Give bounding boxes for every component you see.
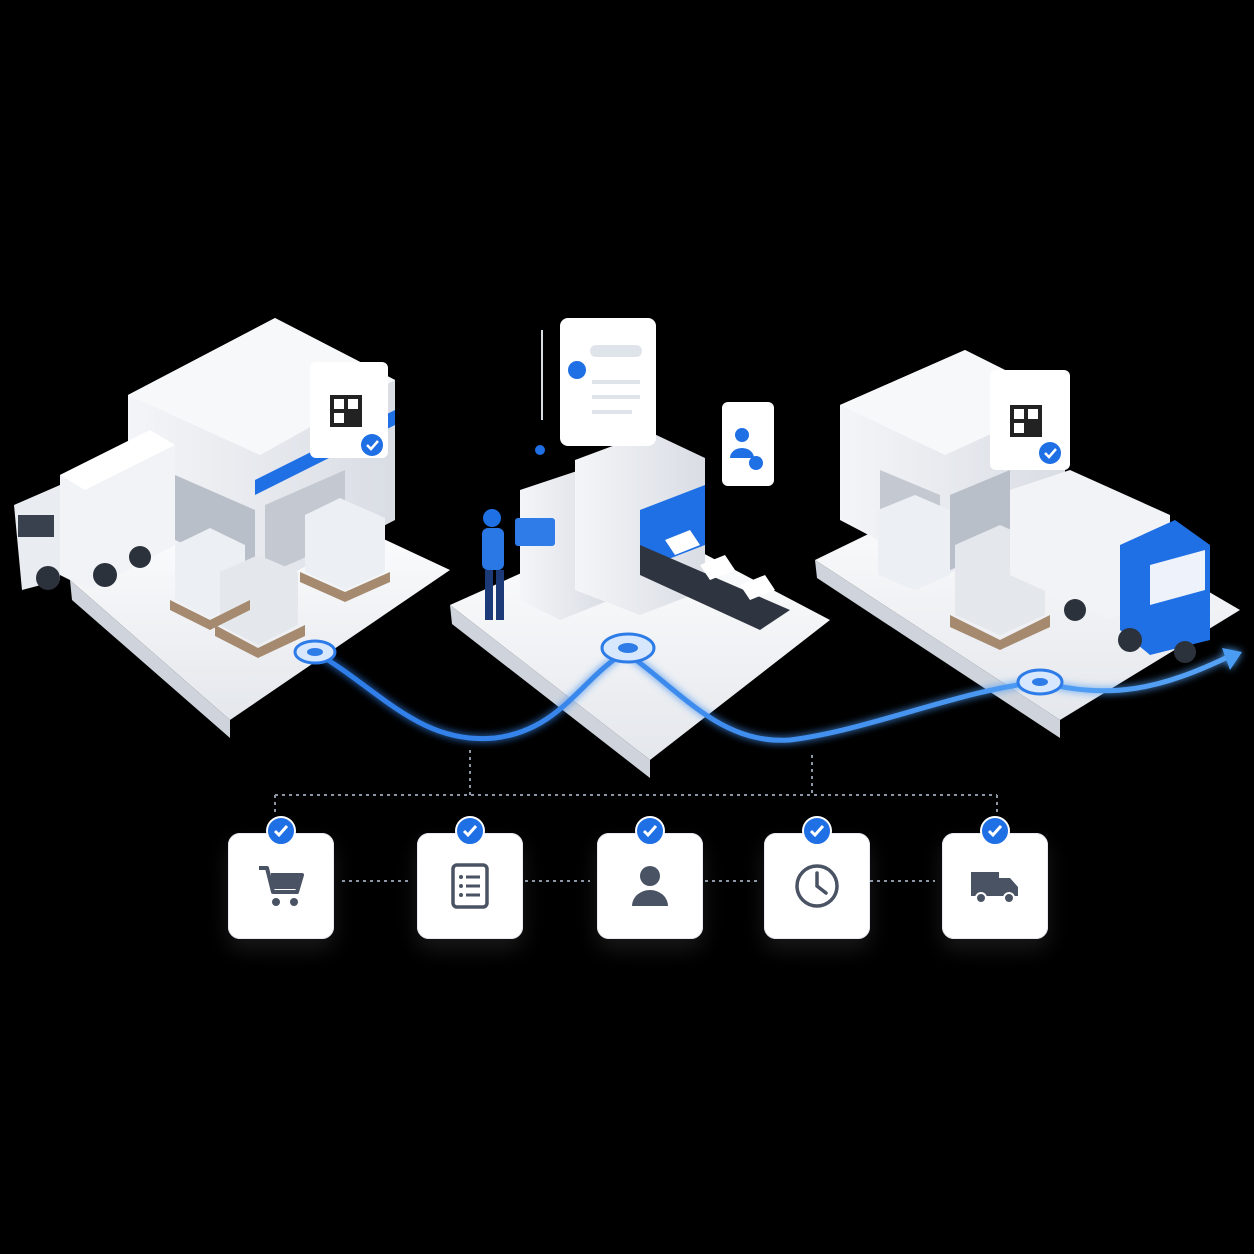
check-badge-icon <box>455 816 485 846</box>
processing-station <box>515 432 790 630</box>
route-node <box>1016 668 1064 696</box>
route-path <box>313 648 1242 743</box>
connector-lines <box>274 750 998 882</box>
checklist-card-icon <box>535 318 656 455</box>
step-card-delivery <box>942 816 1048 939</box>
user-icon <box>632 866 668 906</box>
check-badge-icon <box>980 816 1010 846</box>
step-card-clock <box>764 816 870 939</box>
user-check-icon <box>722 402 774 486</box>
pallet-icon <box>170 498 390 658</box>
clock-icon <box>795 864 839 908</box>
step-card-document <box>417 816 523 939</box>
step-card-cart <box>228 816 334 939</box>
route-node <box>293 639 337 665</box>
qr-code-icon <box>990 370 1070 470</box>
step-card-user <box>597 816 703 939</box>
truck-icon <box>14 430 175 590</box>
route-node <box>600 632 656 664</box>
document-list-icon <box>451 863 489 909</box>
shopping-cart-icon <box>259 866 304 906</box>
check-badge-icon <box>802 816 832 846</box>
qr-code-icon <box>310 362 388 458</box>
check-badge-icon <box>266 816 296 846</box>
operator-icon <box>482 509 504 620</box>
check-badge-icon <box>635 816 665 846</box>
delivery-truck-icon <box>971 872 1018 904</box>
truck-icon <box>1010 470 1210 663</box>
